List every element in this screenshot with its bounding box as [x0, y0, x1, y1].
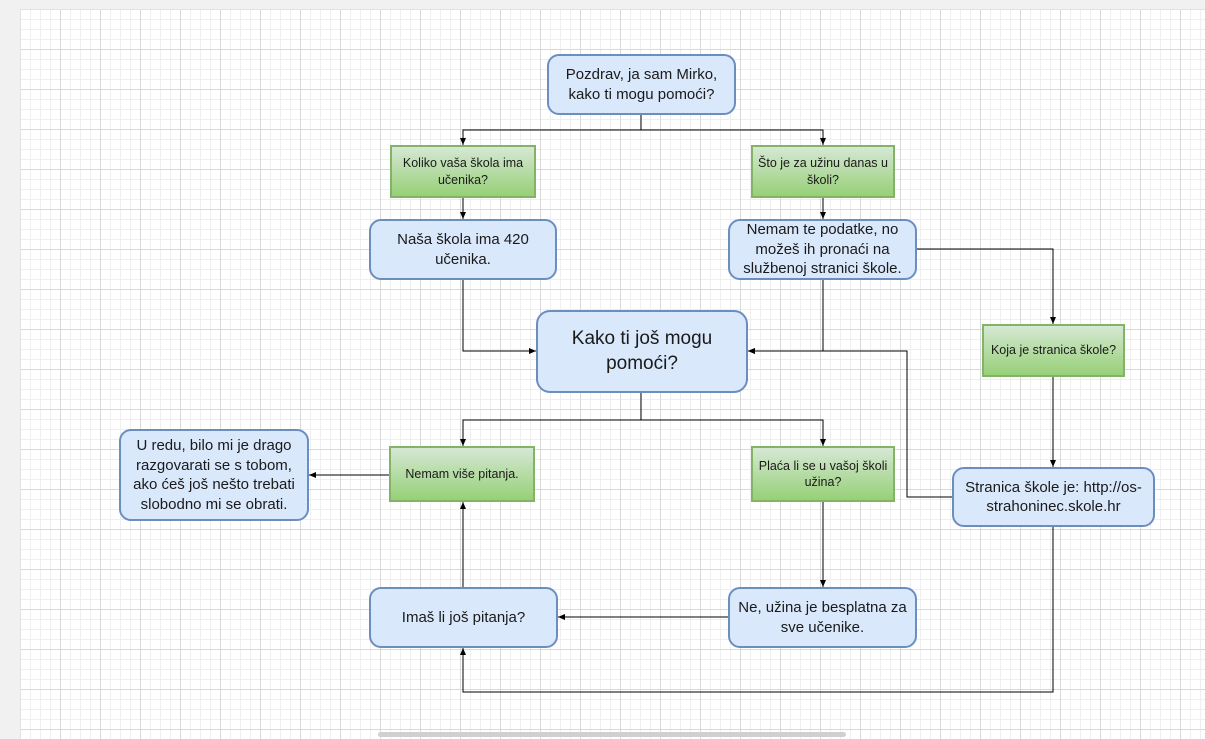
node-question-paid-lunch[interactable]: Plaća li se u vašoj školi užina? — [751, 446, 895, 502]
node-answer-goodbye[interactable]: U redu, bilo mi je drago razgovarati se … — [119, 429, 309, 521]
node-greeting[interactable]: Pozdrav, ja sam Mirko, kako ti mogu pomo… — [547, 54, 736, 115]
node-answer-no-data[interactable]: Nemam te podatke, no možeš ih pronaći na… — [728, 219, 917, 280]
node-answer-site[interactable]: Stranica škole je: http://os-strahoninec… — [952, 467, 1155, 527]
node-answer-students[interactable]: Naša škola ima 420 učenika. — [369, 219, 557, 280]
node-question-which-site[interactable]: Koja je stranica škole? — [982, 324, 1125, 377]
horizontal-scrollbar[interactable] — [378, 732, 846, 737]
node-question-more-questions[interactable]: Imaš li još pitanja? — [369, 587, 558, 648]
node-answer-free-lunch[interactable]: Ne, užina je besplatna za sve učenike. — [728, 587, 917, 648]
node-help-more[interactable]: Kako ti još mogu pomoći? — [536, 310, 748, 393]
node-question-students[interactable]: Koliko vaša škola ima učenika? — [390, 145, 536, 198]
node-question-no-more[interactable]: Nemam više pitanja. — [389, 446, 535, 502]
node-question-lunch-today[interactable]: Što je za užinu danas u školi? — [751, 145, 895, 198]
